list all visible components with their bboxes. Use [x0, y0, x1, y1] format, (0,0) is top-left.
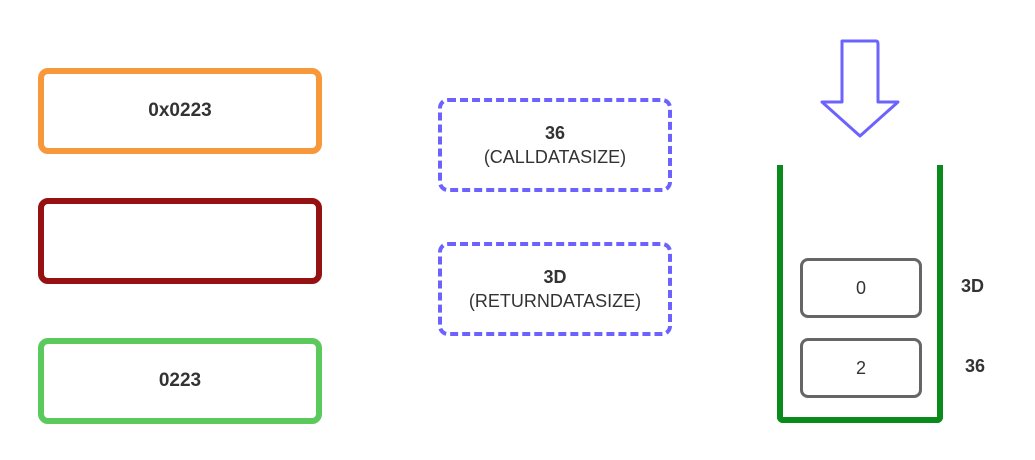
opcode-name: (RETURNDATASIZE)	[468, 291, 642, 311]
stack-item-label: 3D	[961, 276, 985, 296]
dark-red-empty-box	[38, 198, 322, 284]
stack-container: 0 2	[777, 165, 943, 423]
opcode-value: 36	[544, 123, 566, 143]
green-box-text: 0223	[158, 370, 202, 391]
opcode-name: (CALLDATASIZE)	[483, 147, 627, 167]
opcode-box-returndatasize: 3D (RETURNDATASIZE)	[438, 242, 672, 336]
stack-item-value: 0	[855, 277, 866, 298]
down-arrow-icon	[820, 39, 900, 138]
stack-item-value: 2	[855, 357, 866, 378]
opcode-value: 3D	[543, 267, 567, 287]
stack-item: 2	[800, 338, 922, 398]
opcode-box-calldatasize: 36 (CALLDATASIZE)	[438, 98, 672, 192]
green-value-box: 0223	[38, 338, 322, 424]
orange-box-text: 0x0223	[148, 100, 212, 121]
orange-value-box: 0x0223	[38, 68, 322, 154]
stack-item: 0	[800, 258, 922, 318]
stack-item-label: 36	[965, 356, 986, 376]
